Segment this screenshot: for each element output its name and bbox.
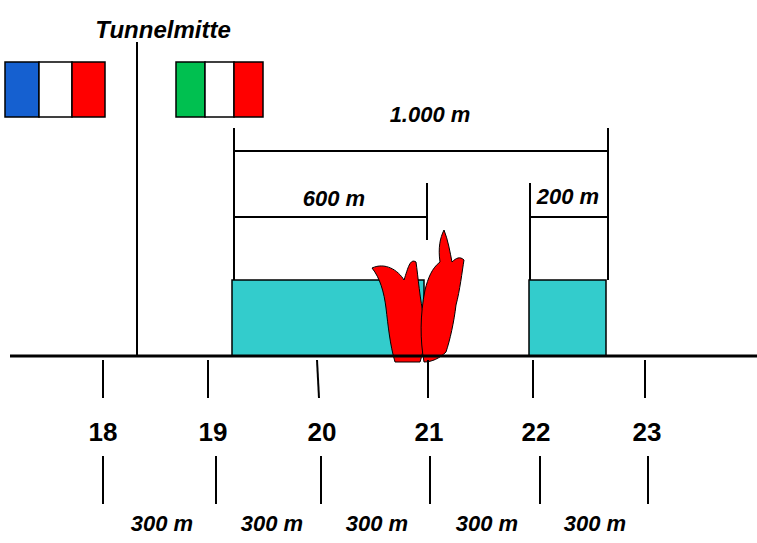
station-number: 20: [308, 419, 337, 445]
vehicle-block: [529, 280, 606, 356]
distance-label: 300 m: [346, 513, 408, 535]
distance-label: 300 m: [131, 513, 193, 535]
dimension-label: 600 m: [303, 188, 365, 210]
dimension-label: 1.000 m: [390, 104, 471, 126]
distance-label: 300 m: [564, 513, 626, 535]
dimension-label: 200 m: [537, 186, 599, 208]
station-number: 21: [415, 419, 444, 445]
fire: [372, 230, 464, 362]
dimension-lines: [234, 128, 608, 280]
flag-italy: [176, 62, 263, 117]
flag-france: [5, 62, 105, 117]
station-number: 23: [633, 419, 662, 445]
distance-label: 300 m: [241, 513, 303, 535]
station-ticks: [103, 360, 648, 504]
title-label: Tunnelmitte: [95, 18, 231, 42]
center-line: [136, 42, 138, 356]
distance-label: 300 m: [456, 513, 518, 535]
tunnel-axis: [10, 355, 757, 358]
station-number: 19: [199, 419, 228, 445]
station-number: 18: [89, 419, 118, 445]
station-number: 22: [522, 419, 551, 445]
